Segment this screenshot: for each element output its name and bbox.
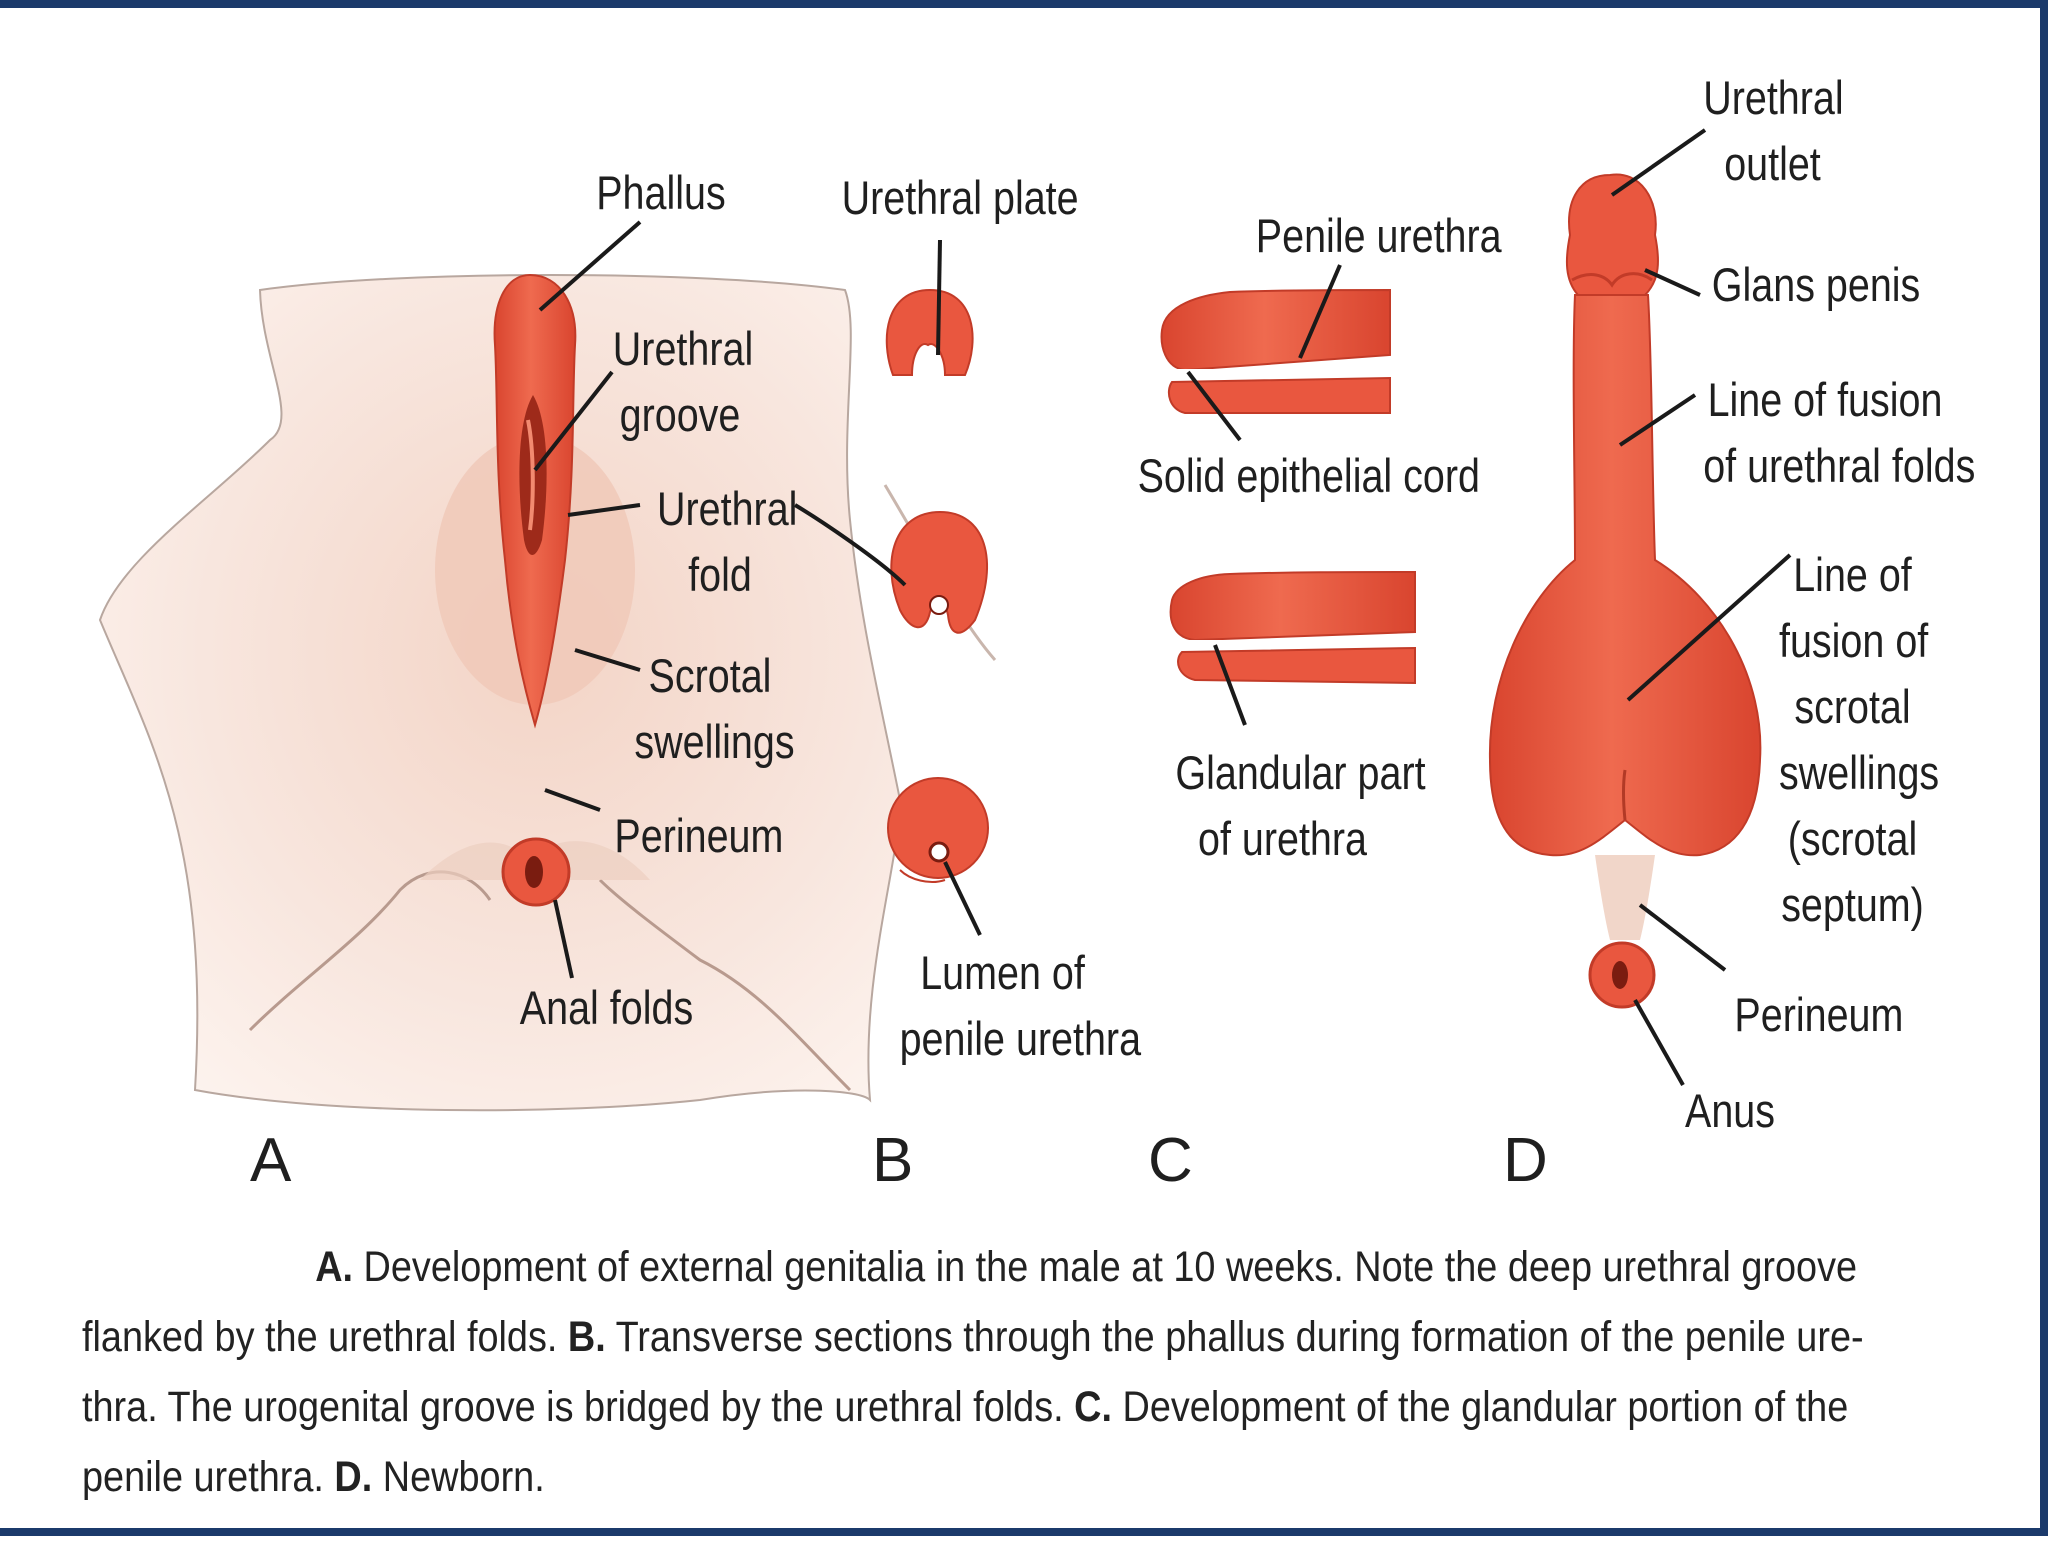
panel-letter-c: C <box>1148 1126 1193 1195</box>
section-1 <box>885 288 974 376</box>
label-phallus: Phallus <box>596 166 726 219</box>
label-anus: Anus <box>1684 1084 1775 1137</box>
caption-text-a2: flanked by the urethral folds. <box>82 1313 568 1361</box>
leader-lines <box>533 128 1792 1086</box>
label-solid-epithelial-cord: Solid epithelial cord <box>1137 449 1480 502</box>
caption-line-3: thra. The urogenital groove is bridged b… <box>82 1372 1848 1442</box>
label-penile-urethra: Penile urethra <box>1255 209 1502 262</box>
caption-text-c1: Development of the glandular portion of … <box>1111 1383 1849 1431</box>
label-glandular-part-of-urethra: Glandular part of urethra <box>1175 746 1426 865</box>
caption-bold-c: C. <box>1074 1383 1112 1431</box>
label-line-of-fusion-urethral-folds: Line of fusion of urethral folds <box>1703 373 1976 492</box>
caption-text-b2: thra. The urogenital groove is bridged b… <box>82 1383 1075 1431</box>
right-leg-fold <box>598 878 852 1092</box>
panel-c-drawing <box>1160 288 1416 685</box>
label-glans-penis: Glans penis <box>1711 258 1921 311</box>
perineum-d-shape <box>1595 855 1655 940</box>
label-urethral-fold: Urethral fold <box>657 482 798 601</box>
panel-letter-b: B <box>872 1126 914 1195</box>
caption-bold-a: A. <box>315 1243 354 1291</box>
caption-text-d: Newborn. <box>372 1453 545 1501</box>
label-line-of-fusion-scrotal-swellings: Line of fusion of scrotal swellings (scr… <box>1779 548 1940 931</box>
label-urethral-outlet: Urethral outlet <box>1703 71 1844 190</box>
label-perineum-d: Perineum <box>1734 988 1904 1041</box>
figure-caption: A. Development of external genitalia in … <box>82 1232 1982 1512</box>
caption-line-2: flanked by the urethral folds. B. Transv… <box>82 1302 1864 1372</box>
label-anal-folds: Anal folds <box>519 981 694 1034</box>
label-urethral-groove: Urethral groove <box>612 322 754 441</box>
label-perineum-a: Perineum <box>614 809 784 862</box>
caption-line-1: A. Development of external genitalia in … <box>82 1232 1857 1302</box>
caption-bold-b: B. <box>567 1313 606 1361</box>
panel-b-drawing <box>883 288 997 883</box>
panel-letter-d: D <box>1503 1126 1548 1195</box>
caption-text-a1: Development of external genitalia in the… <box>353 1243 1858 1291</box>
c-lower-shaft <box>1169 570 1416 642</box>
c-upper-shaft <box>1160 288 1391 372</box>
panel-d-drawing <box>1488 173 1762 1009</box>
label-lumen-of-penile-urethra: Lumen of penile urethra <box>899 946 1142 1065</box>
panel-letter-a: A <box>250 1126 292 1195</box>
caption-line-4: penile urethra. D. Newborn. <box>82 1442 1754 1512</box>
section-3 <box>887 777 989 879</box>
caption-text-b1: Transverse sections through the phallus … <box>605 1313 1864 1361</box>
panel-a-drawing <box>98 273 902 1112</box>
caption-bold-d: D. <box>334 1453 373 1501</box>
label-scrotal-swellings: Scrotal swellings <box>634 649 795 768</box>
shaft-scrotum-shape <box>1488 294 1762 857</box>
label-urethral-plate: Urethral plate <box>841 171 1079 224</box>
caption-text-c2: penile urethra. <box>82 1453 335 1501</box>
